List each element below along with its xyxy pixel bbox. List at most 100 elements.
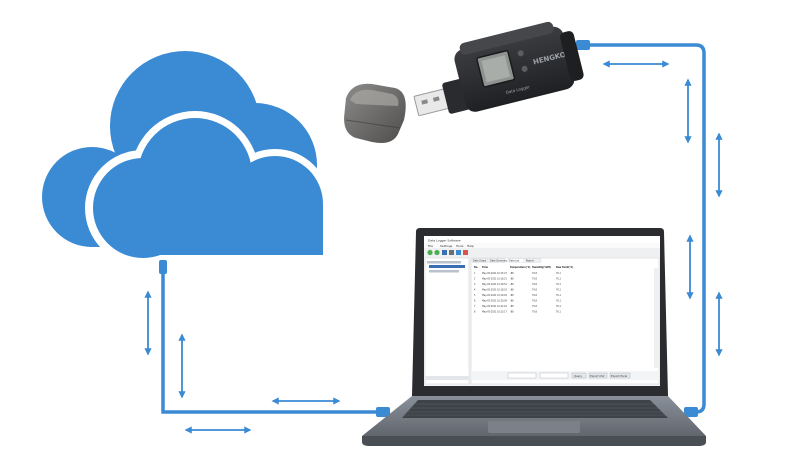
table-cell: 79.8 [532,289,537,292]
table-cell: 2 [474,278,476,281]
table-cell: -88 [510,305,514,308]
table-cell: May-05-2021 10:23:17 [482,311,508,314]
table-cell: 76.1 [556,311,561,314]
device-to-laptop-connection [576,40,706,417]
menu-settings[interactable]: Settings [440,244,453,248]
table-cell: 76.1 [556,300,561,303]
table-cell: May-05-2021 10:18:01 [482,289,508,292]
table-cell: -88 [510,300,514,303]
tab-2[interactable] [488,258,506,263]
laptop-left-connector-plug [376,407,390,417]
export-excel-button-label: Export Excel [611,374,627,378]
table-cell: 79.8 [532,294,537,297]
device-button-2 [521,65,528,72]
table-row[interactable]: 5 May-05-2021 10:19:18-88 79.8 76.1 [474,294,561,297]
device-model-label: Data Logger [505,84,530,95]
laptop: Data Logger Software File Settings Tools… [362,228,706,446]
table-row[interactable]: 3 May-05-2021 10:16:51-88 79.8 76.1 [474,283,561,286]
table-cell: 79.8 [532,311,537,314]
table-cell: May-05-2021 10:16:51 [482,283,508,286]
table-cell: -88 [510,294,514,297]
query-button[interactable] [571,372,587,379]
cloud-icon [42,51,330,266]
table-cell: May-05-2021 10:15:27 [482,272,508,275]
menu-tools[interactable]: Tools [455,244,464,248]
table-cell: 76.1 [556,294,561,297]
table-cell: -88 [510,283,514,286]
table-cell: May-05-2021 10:19:18 [482,294,508,297]
export-csv-button[interactable] [588,372,608,379]
device-tree-panel [424,257,470,385]
table-cell: 1 [474,272,476,275]
table-cell: 76.1 [556,305,561,308]
menu-file[interactable]: File [428,244,433,248]
table-cell: May-05-2021 10:21:16 [482,305,508,308]
table-header: Temperature(°C) [510,266,530,269]
table-cell: 79.8 [532,272,537,275]
tab-label: Report [526,260,534,263]
table-cell: 76.1 [556,272,561,275]
toolbar-refresh-icon[interactable] [434,249,440,256]
table-cell: -88 [510,278,514,281]
data-panel [470,257,660,385]
tree-scrollbar[interactable] [425,376,469,380]
table-cell: 79.8 [532,300,537,303]
tab-3[interactable] [507,258,525,263]
tree-item[interactable] [429,270,459,273]
software-window: Data Logger Software File Settings Tools… [424,236,660,385]
tab-label: Data Graph [473,260,487,263]
query-button-label: Query [574,374,582,378]
toolbar-print-icon[interactable] [449,250,454,255]
table-cell: May-05-2021 10:20:09 [482,300,508,303]
table-row[interactable]: 7 May-05-2021 10:21:16-88 79.8 76.1 [474,305,561,308]
tab-1[interactable] [471,258,489,263]
table-cell: -88 [510,272,514,275]
table-cell: 7 [474,305,476,308]
table-scrollbar[interactable] [654,268,658,368]
laptop-trackpad [488,421,580,433]
table-cell: 6 [474,300,476,303]
window-title: Data Logger Software [428,239,461,243]
device-button-1 [517,50,524,57]
table-cell: 76.1 [556,283,561,286]
table-cell: -88 [510,311,514,314]
cloud-to-laptop-connection [159,260,390,417]
tab-label: Data List [509,260,519,263]
table-cell: 79.8 [532,283,537,286]
tab-4[interactable] [524,258,542,263]
table-cell: 76.1 [556,289,561,292]
laptop-right-connector-plug [684,407,698,417]
export-excel-button[interactable] [609,372,631,379]
cloud-connector-plug [159,260,167,274]
table-header: Time [482,266,489,269]
toolbar-save-icon[interactable] [442,250,447,255]
device-connector-plug [576,40,590,50]
tab-label: Data Summary [490,260,508,263]
toolbar-start-icon[interactable] [427,249,433,256]
table-cell: 5 [474,294,476,297]
table-header: Dew Point(°C) [556,266,573,269]
tree-item-selected[interactable] [429,265,465,268]
laptop-keyboard [402,400,668,418]
table-cell: 3 [474,283,476,286]
table-cell: -88 [510,289,514,292]
start-date-input[interactable] [507,372,537,379]
menu-help[interactable]: Help [467,244,474,248]
data-logger-device: HENGKO Data Logger [413,21,584,117]
table-cell: 8 [474,311,476,314]
table-row[interactable]: 8 May-05-2021 10:23:17-88 79.8 76.1 [474,311,561,314]
export-csv-button-label: Export CSV [590,374,605,378]
toolbar-delete-icon[interactable] [463,250,468,255]
end-date-input[interactable] [539,372,569,379]
table-cell: 79.8 [532,305,537,308]
table-cell: 79.8 [532,278,537,281]
toolbar-export-icon[interactable] [456,250,461,255]
table-row[interactable]: 1 May-05-2021 10:15:27-88 79.8 76.1 [474,272,561,275]
table-row[interactable]: 6 May-05-2021 10:20:09-88 79.8 76.1 [474,300,561,303]
table-header: Humidity(%RH) [532,266,551,269]
